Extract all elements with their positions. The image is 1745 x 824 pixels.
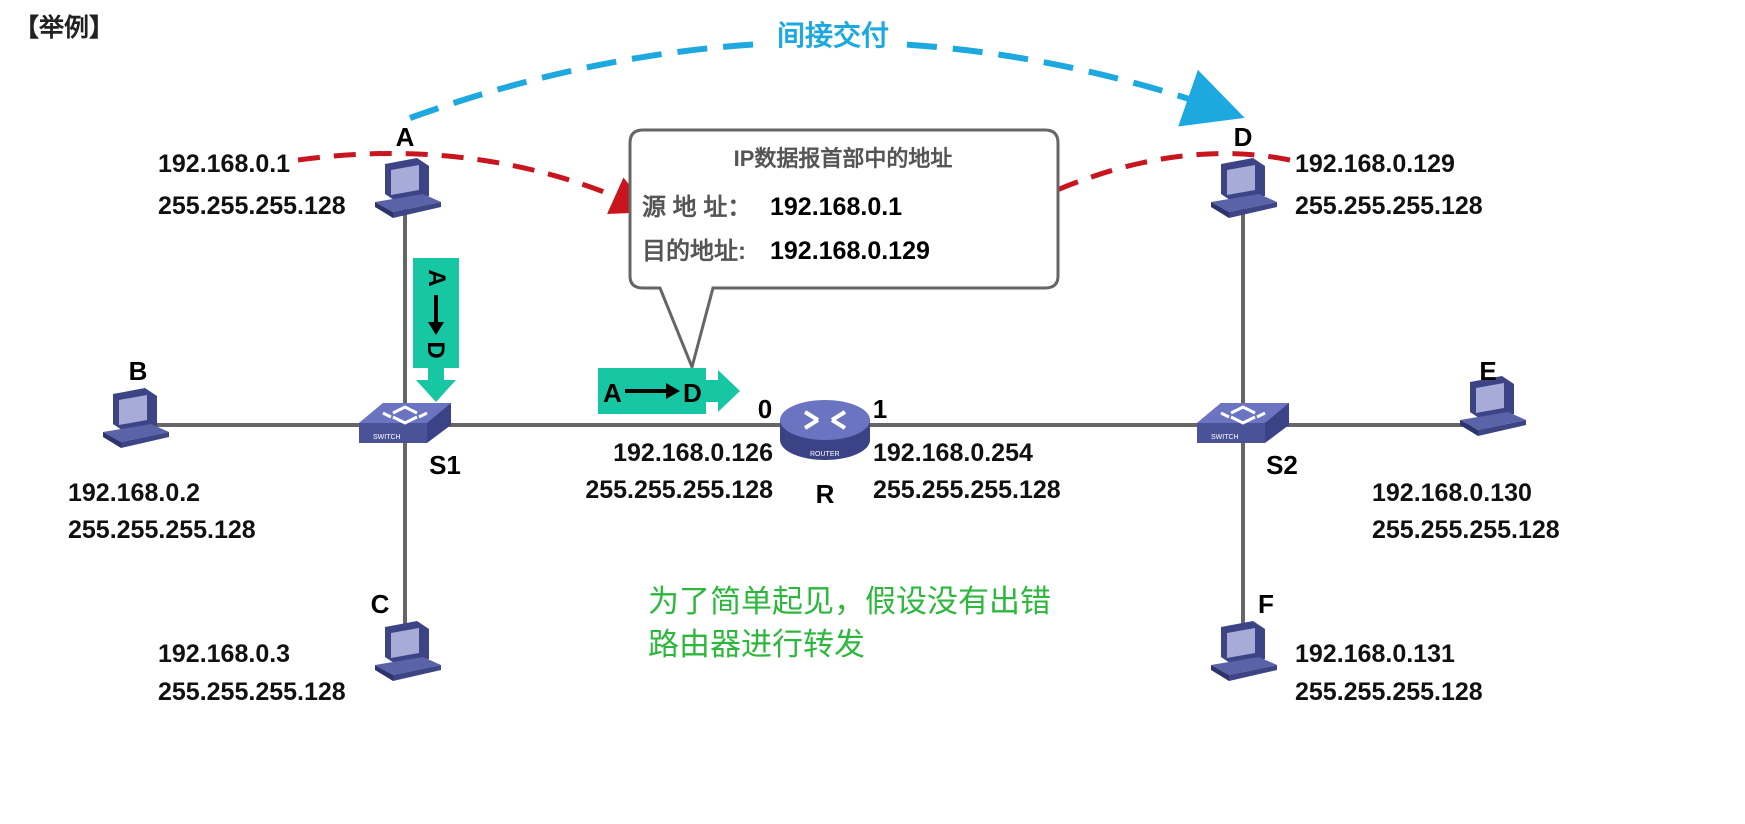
dst-address-label: 目的地址: [642,237,746,265]
callout-title: IP数据报首部中的地址 [734,146,953,171]
switch-s1-icon-text: SWITCH [373,434,401,441]
host-f-mask: 255.255.255.128 [1295,678,1483,706]
router-r[interactable]: ROUTER R 0 1 192.168.0.126 255.255.255.1… [585,394,1060,509]
computer-icon [375,158,441,218]
computer-icon [1211,158,1277,218]
router-port0-ip: 192.168.0.126 [613,439,773,467]
host-d-mask: 255.255.255.128 [1295,192,1483,220]
host-a-label: A [396,122,415,152]
switch-s2[interactable]: SWITCH S2 [1195,401,1298,480]
host-c-mask: 255.255.255.128 [158,678,346,706]
arrow-down-icon [428,322,444,335]
host-c-label: C [371,589,390,619]
note-line-2: 路由器进行转发 [648,627,865,663]
router-port0-mask: 255.255.255.128 [585,476,773,504]
host-a[interactable]: A 192.168.0.1 255.255.255.128 [158,122,441,220]
host-e[interactable]: E 192.168.0.130 255.255.255.128 [1372,356,1560,544]
router-label: R [816,479,835,509]
switch-s2-icon-text: SWITCH [1211,434,1239,441]
router-port0-label: 0 [758,394,772,424]
switch-s1-label: S1 [429,450,461,480]
computer-icon [103,388,169,448]
ip-header-callout [628,128,1060,372]
router-port1-mask: 255.255.255.128 [873,476,1061,504]
src-address-label: 源 地 址： [642,194,751,221]
host-e-mask: 255.255.255.128 [1372,516,1560,544]
host-c[interactable]: C 192.168.0.3 255.255.255.128 [158,589,441,706]
router-port1-label: 1 [873,394,887,424]
page-title: 【举例】 [14,13,114,42]
router-icon-text: ROUTER [810,451,840,458]
computer-icon [375,621,441,681]
host-d-label: D [1234,122,1253,152]
host-b-mask: 255.255.255.128 [68,516,256,544]
host-c-ip: 192.168.0.3 [158,640,290,668]
frame-vertical-from: A [423,269,450,286]
host-b-ip: 192.168.0.2 [68,479,200,507]
frame-horizontal-to: D [683,378,702,408]
host-b-label: B [129,356,148,386]
indirect-label-bg [762,14,902,54]
dst-address-value: 192.168.0.129 [770,237,930,265]
host-f-ip: 192.168.0.131 [1295,640,1455,668]
src-address-arrow [297,150,652,215]
host-e-label: E [1479,356,1496,386]
src-address-value: 192.168.0.1 [770,193,902,221]
frame-horizontal-from: A [603,378,622,408]
host-a-ip: 192.168.0.1 [158,150,290,178]
computer-icon [1211,621,1277,681]
indirect-delivery-label: 间接交付 [777,19,889,51]
host-d-ip: 192.168.0.129 [1295,150,1455,178]
router-icon [780,400,870,460]
host-f[interactable]: F 192.168.0.131 255.255.255.128 [1211,589,1483,706]
router-port1-ip: 192.168.0.254 [873,439,1033,467]
host-e-ip: 192.168.0.130 [1372,479,1532,507]
switch-s2-label: S2 [1266,450,1298,480]
frame-vertical-to: D [422,341,449,358]
host-a-mask: 255.255.255.128 [158,192,346,220]
frame-horizontal-a-to-d: A D [598,368,740,414]
note-line-1: 为了简单起见，假设没有出错 [648,584,1051,620]
frame-vertical-a-to-d: A D [413,258,459,402]
host-b[interactable]: B 192.168.0.2 255.255.255.128 [68,356,256,544]
host-d[interactable]: D 192.168.0.129 255.255.255.128 [1211,122,1483,220]
arrow-right-icon [666,383,680,399]
switch-s1[interactable]: SWITCH S1 [357,401,461,480]
host-f-label: F [1258,589,1274,619]
